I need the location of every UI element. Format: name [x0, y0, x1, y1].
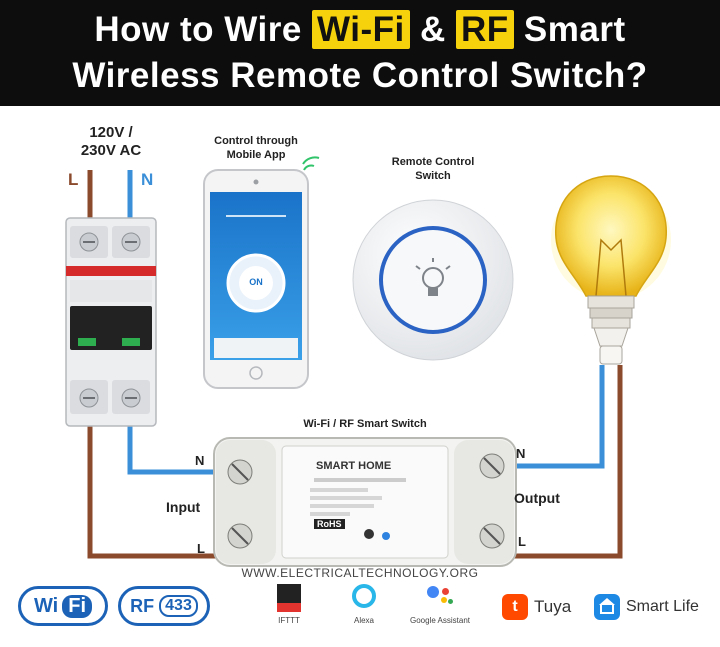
google-assistant-icon: [425, 584, 455, 612]
tuya-logo: t Tuya: [502, 594, 571, 620]
supply-live-label: L: [68, 170, 79, 189]
title-line-2: Wireless Remote Control Switch?: [72, 56, 648, 95]
remote-label: Remote Control Switch: [373, 155, 493, 183]
app-on-button: ON: [249, 277, 263, 287]
remote-control-switch: [352, 199, 514, 361]
rf-logo-text-b: 433: [159, 595, 198, 617]
smartphone: [203, 156, 320, 389]
title-ampersand: &: [419, 10, 446, 49]
supply-neutral-label: N: [141, 170, 154, 189]
mobile-app-label: Control through Mobile App: [196, 134, 316, 162]
tuya-label: Tuya: [534, 597, 572, 616]
voltage-line-2: 230V AC: [80, 142, 142, 159]
ifttt-label: IFTTT: [278, 616, 300, 625]
tuya-icon: t: [502, 594, 528, 620]
input-neutral-label: N: [195, 453, 205, 468]
mobile-app-label-1: Control through: [214, 135, 298, 147]
output-live-label: L: [518, 534, 526, 549]
smart-switch-module: [213, 437, 517, 567]
alexa-icon: [352, 584, 376, 608]
breaker-live-to-switch: [87, 420, 222, 559]
circuit-breaker: [65, 217, 157, 427]
compatibility-logos: Wi Fi RF 433 IFTTT Alexa Google Assistan…: [0, 578, 720, 647]
breaker-neutral-to-switch: [127, 420, 222, 475]
ifttt-logo: IFTTT: [264, 584, 314, 625]
rohs-mark: RoHS: [314, 519, 345, 529]
rf433-logo: RF 433: [118, 586, 210, 626]
voltage-line-1: 120V /: [89, 124, 133, 141]
smart-life-label: Smart Life: [626, 598, 699, 615]
wifi-logo-text-a: Wi: [33, 594, 59, 617]
light-bulb: [551, 175, 671, 365]
ifttt-icon: [277, 584, 301, 612]
title-text-smart: Smart: [523, 10, 626, 49]
switch-neutral-to-bulb: [506, 365, 605, 469]
wiring-diagram: [65, 156, 671, 567]
remote-label-1: Remote Control: [391, 156, 475, 168]
wifi-logo: Wi Fi: [18, 586, 108, 626]
title-highlight-rf: RF: [456, 10, 514, 49]
title-bar: How to Wire Wi-Fi & RF Smart Wireless Re…: [0, 0, 720, 106]
google-assistant-label: Google Assistant: [409, 616, 471, 625]
rf-logo-text-a: RF: [130, 595, 155, 616]
input-label: Input: [166, 499, 201, 515]
alexa-logo: Alexa: [339, 584, 389, 625]
smart-switch-label: Wi-Fi / RF Smart Switch: [303, 418, 427, 430]
switch-live-to-bulb: [506, 365, 623, 559]
title-highlight-wifi: Wi-Fi: [312, 10, 410, 49]
output-neutral-label: N: [516, 446, 526, 461]
website-url: WWW.ELECTRICALTECHNOLOGY.ORG: [241, 566, 479, 580]
alexa-label: Alexa: [353, 616, 374, 625]
remote-label-2: Switch: [415, 170, 451, 182]
title-line-1: How to Wire Wi-Fi & RF Smart: [0, 10, 720, 50]
title-text: How to Wire: [94, 10, 302, 49]
output-label: Output: [514, 490, 560, 506]
smart-life-logo: Smart Life: [594, 594, 699, 620]
input-live-label: L: [197, 541, 205, 556]
smart-switch-brand: SMART HOME: [316, 460, 392, 472]
google-assistant-logo: Google Assistant: [402, 584, 478, 625]
supply-voltage-label: 120V / 230V AC: [56, 124, 166, 160]
mobile-app-label-2: Mobile App: [226, 149, 286, 161]
smart-life-icon: [594, 594, 620, 620]
wifi-logo-text-b: Fi: [62, 594, 93, 618]
